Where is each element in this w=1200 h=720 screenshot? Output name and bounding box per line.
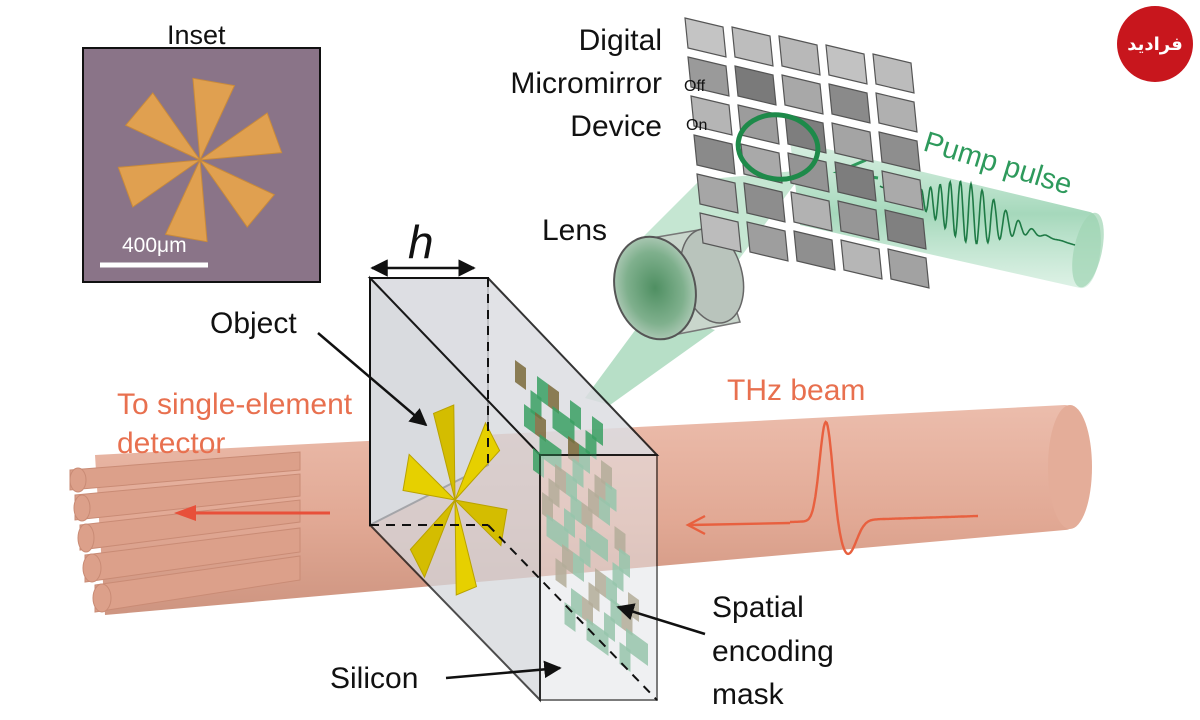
micromirror xyxy=(840,239,883,280)
inset-panel: 400μm xyxy=(82,47,321,283)
micromirror xyxy=(696,173,739,214)
inset-title: Inset xyxy=(167,20,226,50)
micromirror xyxy=(884,209,927,250)
dmd-off-label: Off xyxy=(684,78,706,95)
lens xyxy=(613,227,745,341)
detector-label-line-1: To single-element xyxy=(117,388,353,421)
mask-label-line-1: Spatial xyxy=(712,591,804,624)
mask-pixel xyxy=(552,406,564,436)
silicon-front-face xyxy=(370,278,658,701)
antenna-blade xyxy=(124,92,202,162)
micromirror xyxy=(790,191,833,232)
mask-pointer xyxy=(616,603,706,636)
micromirror-grid xyxy=(684,17,930,289)
thz-beam-label: THz beam xyxy=(727,374,865,407)
micromirror xyxy=(834,161,877,202)
antenna-blade xyxy=(117,159,202,208)
mask-pixel xyxy=(515,360,526,390)
mask-pixel xyxy=(563,414,575,444)
watermark-logo: فرادید xyxy=(1117,6,1193,82)
micromirror xyxy=(831,122,874,163)
thz-input-arrow xyxy=(685,514,791,536)
micromirror xyxy=(746,221,789,262)
antenna-blade xyxy=(198,158,276,228)
dmd-on-label: On xyxy=(686,117,707,134)
micromirror xyxy=(875,92,918,133)
micromirror xyxy=(828,83,871,124)
micromirror xyxy=(687,56,730,97)
micromirror xyxy=(781,74,824,115)
detector-arrow xyxy=(174,505,330,521)
object-pointer xyxy=(317,332,428,427)
antenna-blade xyxy=(198,112,283,161)
micromirror xyxy=(778,35,821,76)
dmd-label-line-1: Digital xyxy=(579,24,662,57)
fiber-bundle xyxy=(69,451,301,613)
silicon-pointer xyxy=(445,660,562,680)
micromirror xyxy=(684,17,727,58)
mask-pixel xyxy=(524,404,535,434)
mask-label-group: Spatial encoding mask xyxy=(616,591,834,711)
dmd-label-line-2: Micromirror xyxy=(510,67,662,100)
micromirror xyxy=(881,170,924,211)
object-label: Object xyxy=(210,307,297,340)
svg-text:فرادید: فرادید xyxy=(1127,34,1183,55)
antenna-blade xyxy=(164,158,208,243)
lens-label: Lens xyxy=(542,214,607,247)
dmd-highlight-circle xyxy=(735,112,821,182)
object-petal xyxy=(409,499,456,579)
antenna-blade xyxy=(192,77,236,162)
mask-label-line-3: mask xyxy=(712,678,785,711)
silicon-label-group: Silicon xyxy=(330,660,562,695)
micromirror xyxy=(872,53,915,94)
dmd-label-line-3: Device xyxy=(570,110,662,143)
micromirror xyxy=(734,65,777,106)
micromirror xyxy=(887,248,930,289)
micromirror xyxy=(878,131,921,172)
object-label-group: Object xyxy=(210,307,428,427)
inset-flower-antenna xyxy=(117,77,283,243)
micromirror xyxy=(693,134,736,175)
inset-scale-label: 400μm xyxy=(122,234,187,257)
thickness-dimension: h xyxy=(370,216,476,277)
object-petal xyxy=(453,499,508,547)
micromirror xyxy=(731,26,774,67)
micromirror xyxy=(743,182,786,223)
svg-text:h: h xyxy=(408,216,434,268)
mask-pixel xyxy=(535,412,546,442)
object-petal xyxy=(454,499,478,596)
detector-label-line-2: detector xyxy=(117,427,225,460)
micromirror xyxy=(793,230,836,271)
object-petal xyxy=(402,453,457,501)
micromirror xyxy=(690,95,733,136)
micromirror xyxy=(699,212,742,253)
micromirror xyxy=(837,200,880,241)
mask-label-line-2: encoding xyxy=(712,635,834,668)
silicon-label: Silicon xyxy=(330,662,418,695)
micromirror xyxy=(825,44,868,85)
object-petal xyxy=(432,404,456,501)
mask-pixel xyxy=(548,384,559,414)
thz-pulse-waveform xyxy=(790,420,978,556)
